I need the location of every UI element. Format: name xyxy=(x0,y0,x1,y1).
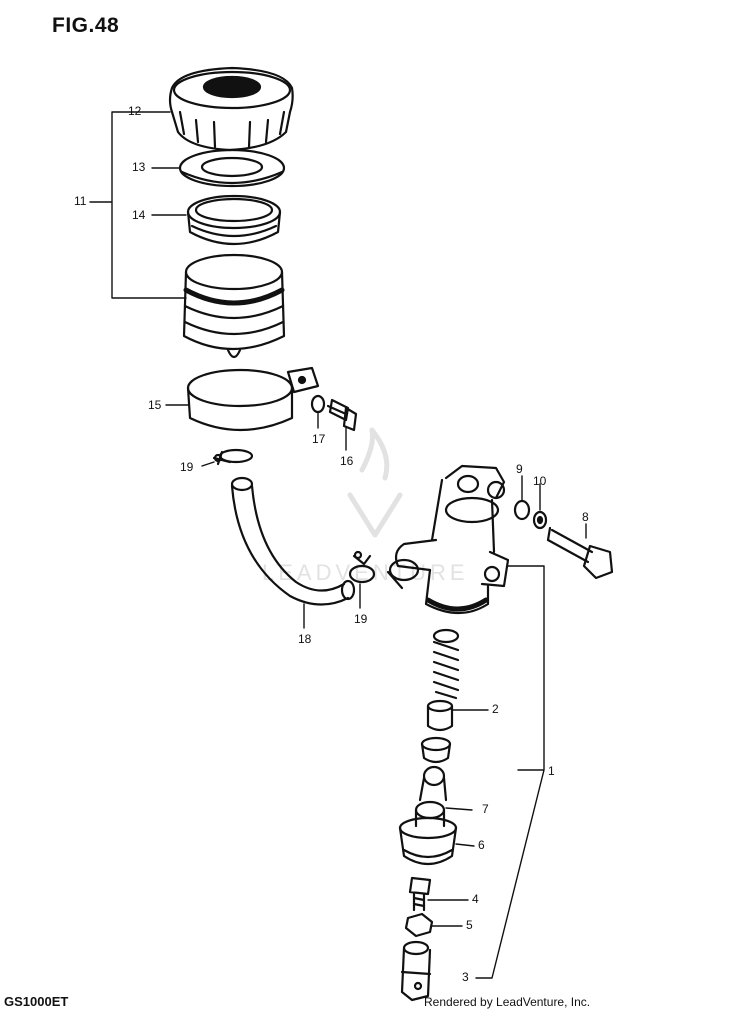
diaphragm-plate xyxy=(178,148,286,188)
callout-3: 3 xyxy=(462,970,469,984)
callout-1: 1 xyxy=(548,764,555,778)
callout-15: 15 xyxy=(148,398,162,412)
callout-10: 10 xyxy=(533,474,547,488)
leader-6 xyxy=(455,843,475,847)
leader-19a xyxy=(201,461,215,467)
callout-6: 6 xyxy=(478,838,485,852)
callout-16: 16 xyxy=(340,454,354,468)
washer-9 xyxy=(513,499,531,521)
callout-4: 4 xyxy=(472,892,479,906)
lock-nut xyxy=(404,912,434,938)
primary-cup xyxy=(420,699,454,764)
reservoir-cap xyxy=(168,66,294,152)
hose-clip-lower xyxy=(348,550,376,584)
clevis xyxy=(400,940,432,1002)
watermark-logo xyxy=(347,427,403,538)
return-spring xyxy=(432,628,460,700)
mounting-bolt-8 xyxy=(546,526,614,580)
holder-band xyxy=(186,366,320,432)
figure-title: FIG.48 xyxy=(52,14,120,37)
callout-17: 17 xyxy=(312,432,326,446)
callout-14: 14 xyxy=(132,208,146,222)
bracket-11 xyxy=(89,111,187,299)
callout-19-lower: 19 xyxy=(354,612,368,626)
callout-2: 2 xyxy=(492,702,499,716)
callout-8: 8 xyxy=(582,510,589,524)
bolt-16 xyxy=(326,398,358,432)
push-rod xyxy=(408,876,432,912)
callout-13: 13 xyxy=(132,160,146,174)
bracket-1 xyxy=(475,565,545,979)
washer-17 xyxy=(310,394,326,414)
model-code: GS1000ET xyxy=(4,994,69,1009)
callout-9: 9 xyxy=(516,462,523,476)
master-cylinder-body xyxy=(386,464,510,614)
callout-12: 12 xyxy=(128,104,142,118)
reservoir-hose xyxy=(230,476,356,606)
callout-11: 11 xyxy=(74,194,87,208)
nut-10 xyxy=(532,510,548,530)
reservoir-body xyxy=(182,253,286,359)
dust-boot xyxy=(398,816,458,866)
diaphragm xyxy=(186,194,282,246)
render-credit: Rendered by LeadVenture, Inc. xyxy=(424,995,591,1009)
callout-5: 5 xyxy=(466,918,473,932)
hose-clip-upper xyxy=(212,448,254,466)
leader-lines xyxy=(89,111,587,979)
callout-19-upper: 19 xyxy=(180,460,194,474)
callout-18: 18 xyxy=(298,632,312,646)
leader-7 xyxy=(445,807,473,811)
callout-7: 7 xyxy=(482,802,489,816)
